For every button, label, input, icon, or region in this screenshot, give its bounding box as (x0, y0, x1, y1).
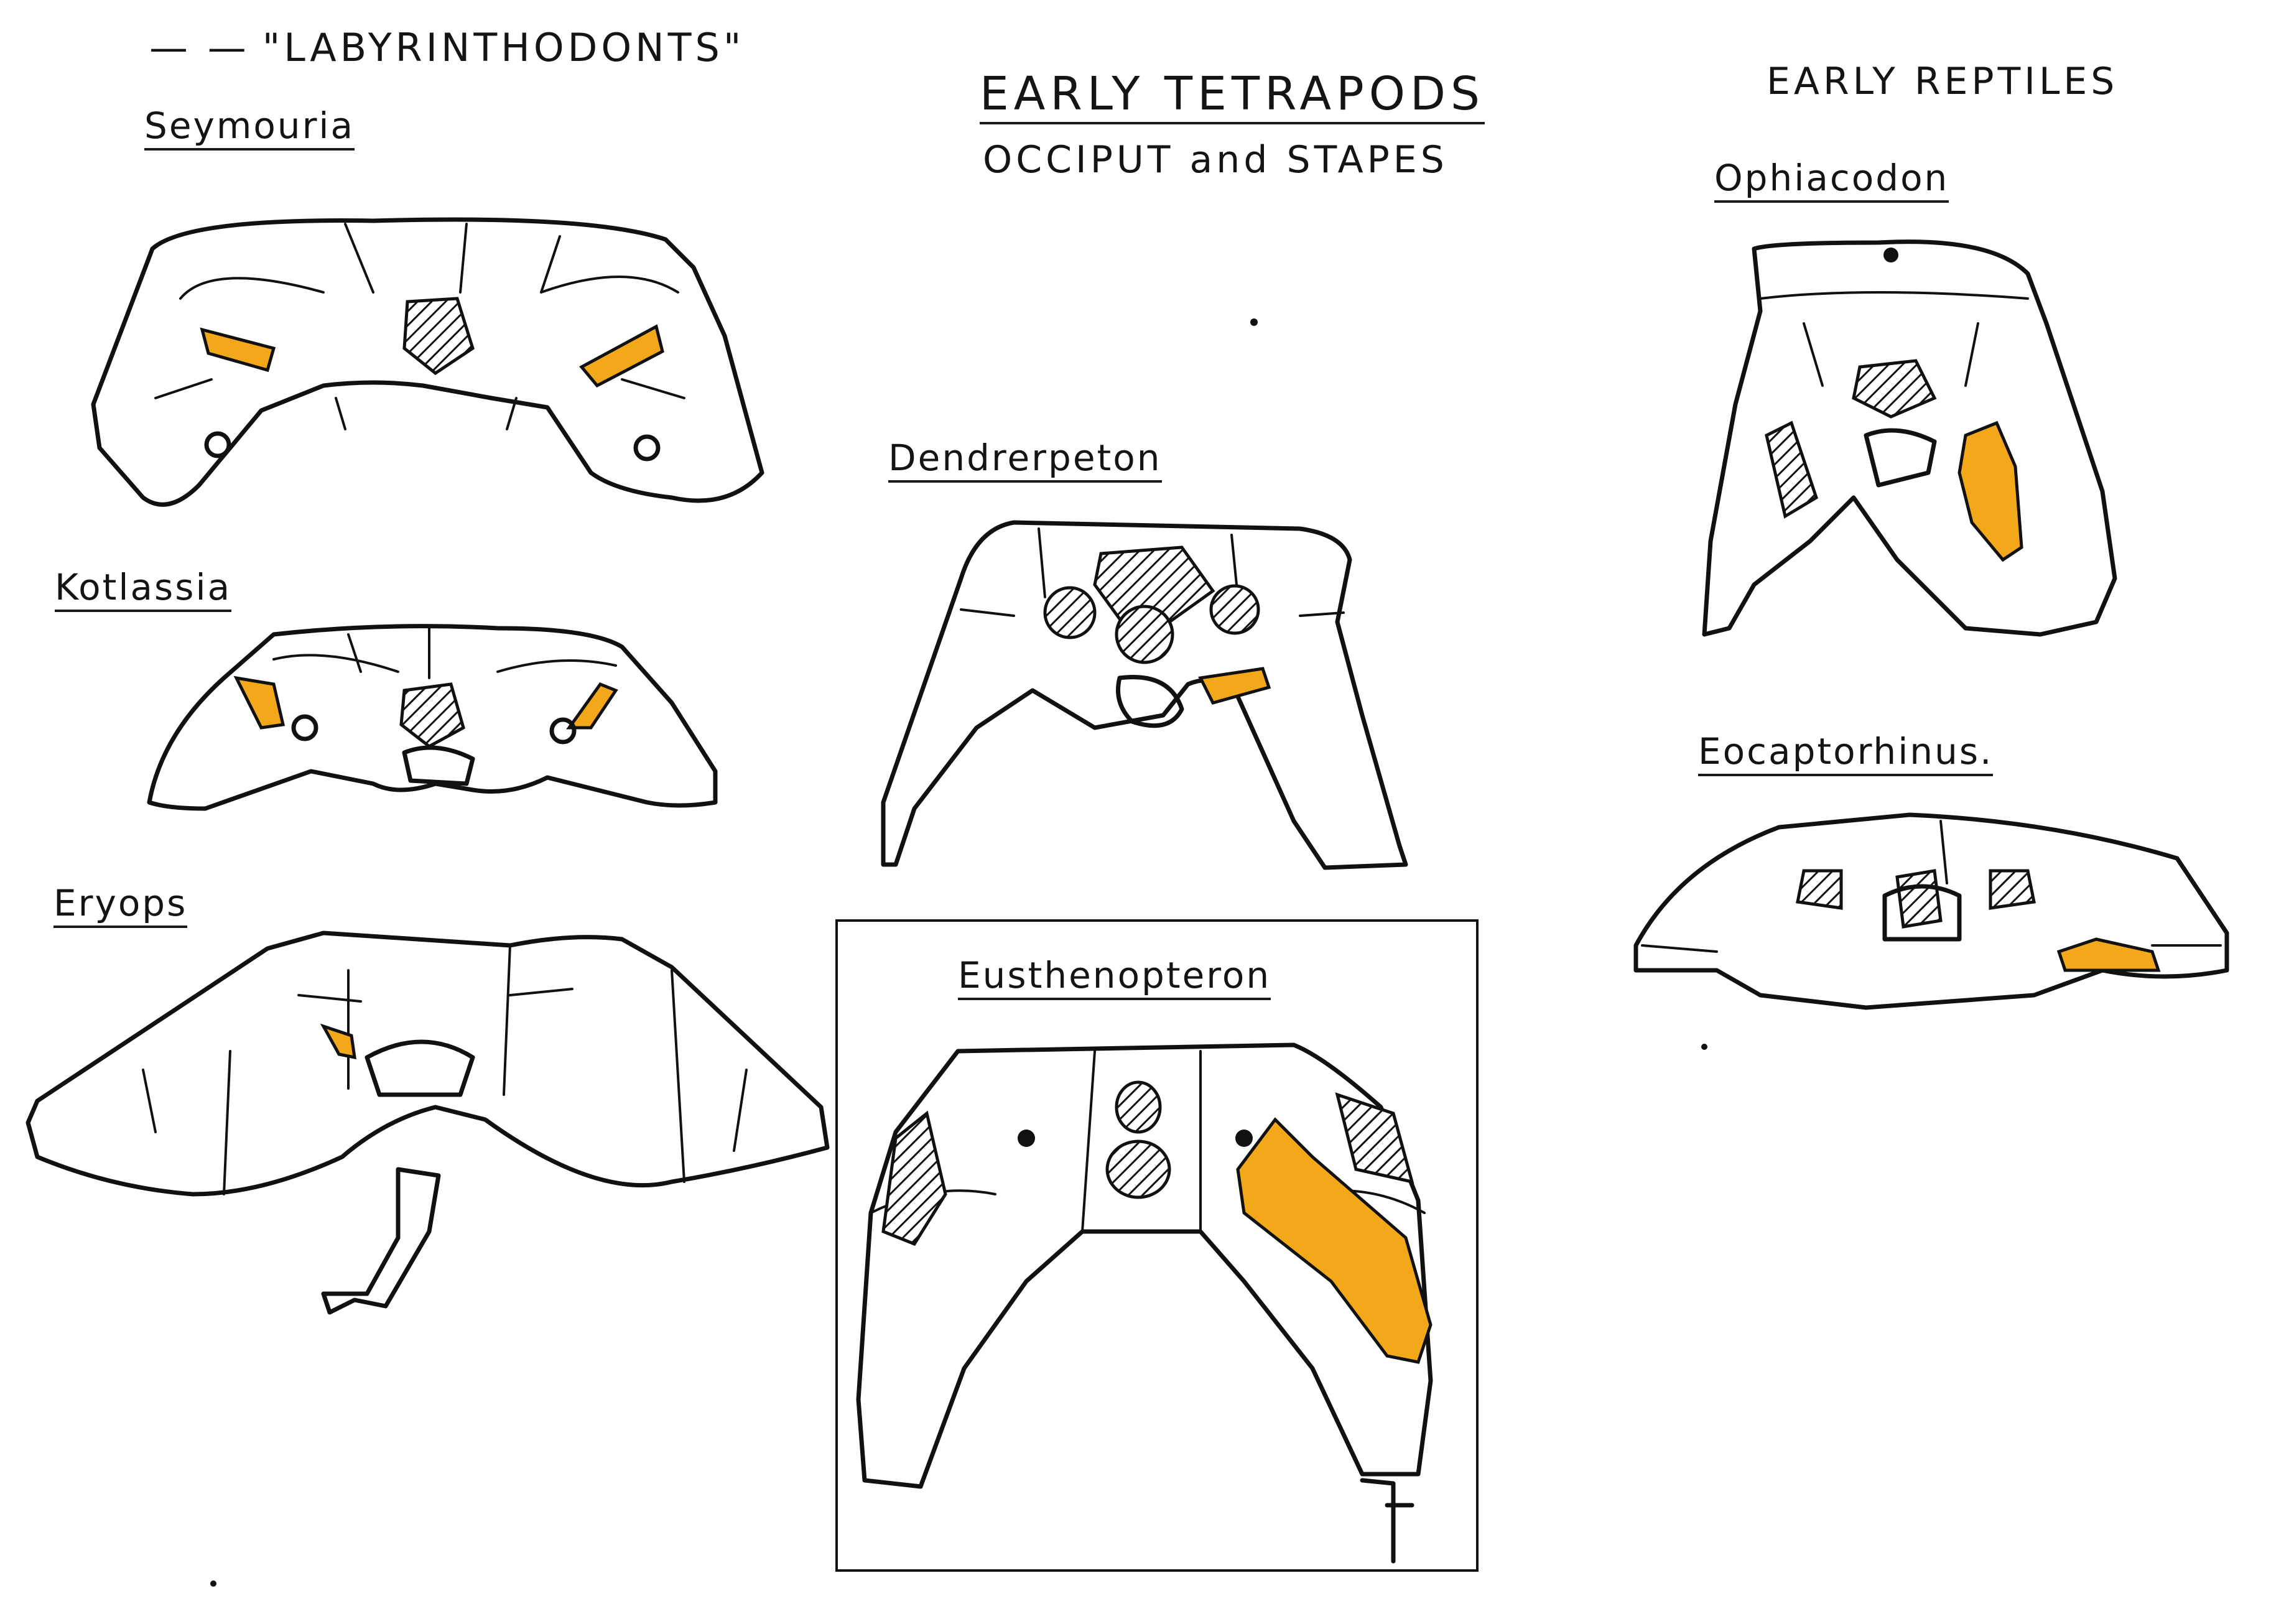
labyrinthodonts-text: "LABYRINTHODONTS" (262, 25, 745, 70)
label-ophiacodon: Ophiacodon (1714, 157, 1949, 203)
label-seymouria: Seymouria (144, 104, 355, 151)
labyrinthodonts-heading: — — "LABYRINTHODONTS" (149, 25, 745, 70)
label-eusthenopteron: Eusthenopteron (958, 954, 1271, 1000)
kotlassia-skull-drawing (147, 624, 718, 811)
ophiacodon-skull-drawing (1702, 239, 2117, 637)
eryops-skull-drawing (26, 930, 830, 1315)
eusthenopteron-skull-drawing (835, 919, 1479, 1572)
seymouria-skull-drawing (91, 217, 764, 507)
dendrerpeton-skull-drawing (881, 520, 1408, 870)
label-eryops: Eryops (53, 882, 188, 928)
early-reptiles-heading: EARLY REPTILES (1767, 60, 2119, 103)
ink-dot-3 (210, 1580, 216, 1587)
ink-dot-2 (1701, 1044, 1707, 1050)
label-dendrerpeton: Dendrerpeton (888, 437, 1162, 483)
page-subtitle: OCCIPUT and STAPES (983, 138, 1448, 182)
page-title: EARLY TETRAPODS (980, 67, 1485, 124)
dash-mark: — — (149, 25, 250, 70)
label-kotlassia: Kotlassia (55, 566, 232, 612)
eocaptorhinus-skull-drawing (1633, 812, 2229, 1010)
label-eocaptorhinus: Eocaptorhinus. (1698, 730, 1994, 776)
ink-dot (1250, 318, 1258, 326)
